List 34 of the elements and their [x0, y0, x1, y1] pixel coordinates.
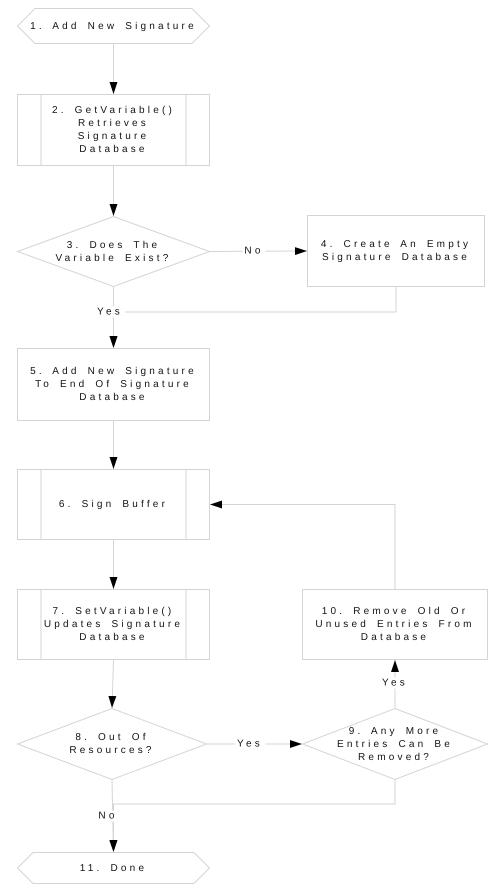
node-label: 2. GetVariable() Retrieves Signature Database	[50, 104, 176, 156]
connector-arrow	[108, 660, 116, 708]
connector-arrow	[110, 420, 118, 470]
process-box	[307, 215, 485, 287]
subprocess-box	[17, 94, 210, 166]
node-label: 4. Create An Empty Signature Database	[320, 238, 472, 264]
process-box	[302, 589, 488, 660]
connector-arrow	[110, 286, 396, 348]
connector-arrow	[210, 500, 396, 590]
edge-label: Yes	[95, 306, 125, 318]
subprocess-box	[17, 589, 210, 660]
terminal-shape	[17, 8, 210, 44]
decision-diamond	[302, 708, 488, 780]
decision-diamond	[17, 708, 207, 780]
connector-arrow	[110, 166, 118, 216]
connector-arrow	[210, 247, 308, 256]
node-label: 10. Remove Old Or Unused Entries From Database	[314, 605, 476, 644]
process-box	[17, 348, 210, 421]
node-label: 6. Sign Buffer	[58, 498, 168, 511]
node-label: 11. Done	[80, 862, 148, 874]
connector-arrow	[110, 780, 396, 852]
connector-arrow	[110, 540, 118, 590]
node-label: 9. Any More Entries Can Be Removed?	[336, 724, 454, 764]
node-label: 5. Add New Signature To End Of Signature Database	[29, 365, 198, 404]
node-label: 1. Add New Signature	[30, 20, 197, 32]
node-label: 8. Out Of Resources?	[68, 731, 156, 757]
node-label: 3. Does The Variable Exist?	[54, 238, 172, 264]
edge-label: Yes	[235, 738, 265, 750]
terminal-shape	[17, 852, 210, 884]
node-label: 7. SetVariable() Updates Signature Database	[43, 605, 184, 644]
connector-arrow	[110, 44, 118, 94]
edge-label: No	[242, 246, 266, 256]
decision-diamond	[17, 216, 210, 287]
subprocess-box	[17, 469, 210, 540]
